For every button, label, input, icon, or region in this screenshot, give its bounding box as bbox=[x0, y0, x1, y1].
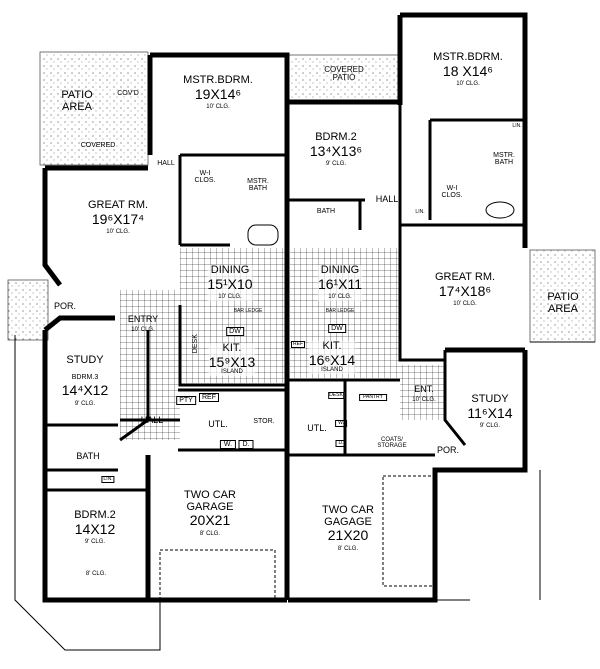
label-bay-ceiling-left: 8' CLG. bbox=[85, 571, 107, 577]
label-linen-left: LIN. bbox=[101, 476, 115, 484]
label-desk-left: DESK bbox=[191, 334, 199, 354]
label-refrigerator-right: REF bbox=[291, 341, 305, 349]
label-wi-closet-left: W-I CLOS. bbox=[194, 170, 216, 185]
label-coats-storage-right: COATS/ STORAGE bbox=[377, 437, 407, 450]
label-bath-right: BATH bbox=[316, 208, 336, 215]
hall-left-tile bbox=[120, 290, 180, 440]
label-hall-right: HALL bbox=[375, 194, 399, 204]
label-covered-patio-right: COVERED PATIO bbox=[324, 65, 364, 83]
patio-left bbox=[39, 51, 149, 166]
label-master-bath-right: MSTR. BATH bbox=[493, 152, 515, 167]
label-hall-left-2: HALL bbox=[140, 415, 164, 425]
dryer-left: D. bbox=[238, 440, 254, 450]
room-patio-right: PATIO AREA bbox=[547, 291, 579, 315]
room-patio-left: PATIO AREA bbox=[61, 89, 93, 113]
label-covd: COV'D bbox=[117, 90, 139, 97]
label-porch-right: POR. bbox=[436, 445, 460, 455]
label-storage-left: STOR. bbox=[253, 418, 275, 425]
label-hall-left: HALL bbox=[157, 160, 175, 167]
tub-left-icon bbox=[247, 224, 279, 246]
washer-left: W. bbox=[219, 440, 237, 450]
label-utility-left: UTL. bbox=[208, 419, 228, 429]
label-utility-right: UTL. bbox=[307, 423, 327, 433]
walkway-left bbox=[14, 335, 161, 651]
garage-door-right bbox=[382, 475, 436, 587]
label-wi-closet-right: W-I CLOS. bbox=[441, 185, 463, 200]
dishwasher-right: DW bbox=[328, 324, 346, 334]
label-bath-left: BATH bbox=[76, 451, 100, 461]
label-linen-right: LIN. bbox=[415, 209, 425, 215]
label-refrigerator-left: REF bbox=[199, 393, 219, 403]
dryer-right: D. bbox=[335, 440, 347, 448]
label-porch-left: POR. bbox=[53, 301, 77, 311]
entry-right-tile bbox=[400, 365, 445, 420]
label-master-bath-left: MSTR. BATH bbox=[247, 178, 269, 193]
label-pantry-left: PTY bbox=[176, 396, 196, 406]
washer-right: W. bbox=[335, 420, 347, 428]
label-covered: COVERED bbox=[80, 142, 116, 149]
exterior-walls bbox=[42, 12, 528, 603]
porch-left bbox=[7, 279, 49, 341]
label-bar-ledge-right: BAR LEDGE bbox=[325, 308, 355, 314]
room-entry-right: ENT.10' CLG. bbox=[412, 384, 436, 403]
tub-right-icon bbox=[485, 201, 515, 219]
label-bar-ledge-left: BAR LEDGE bbox=[233, 308, 263, 314]
label-pantry-right: PANTRY bbox=[359, 394, 387, 402]
patio-right bbox=[529, 249, 596, 343]
label-desk-right: DESK bbox=[328, 392, 344, 400]
garage-door-left bbox=[159, 549, 276, 601]
dishwasher-left: DW bbox=[226, 327, 244, 337]
walkway-right bbox=[435, 341, 595, 601]
interior-walls bbox=[45, 105, 525, 492]
label-linen-right-2: LIN. bbox=[512, 123, 522, 129]
covered-patio-right bbox=[288, 54, 400, 103]
